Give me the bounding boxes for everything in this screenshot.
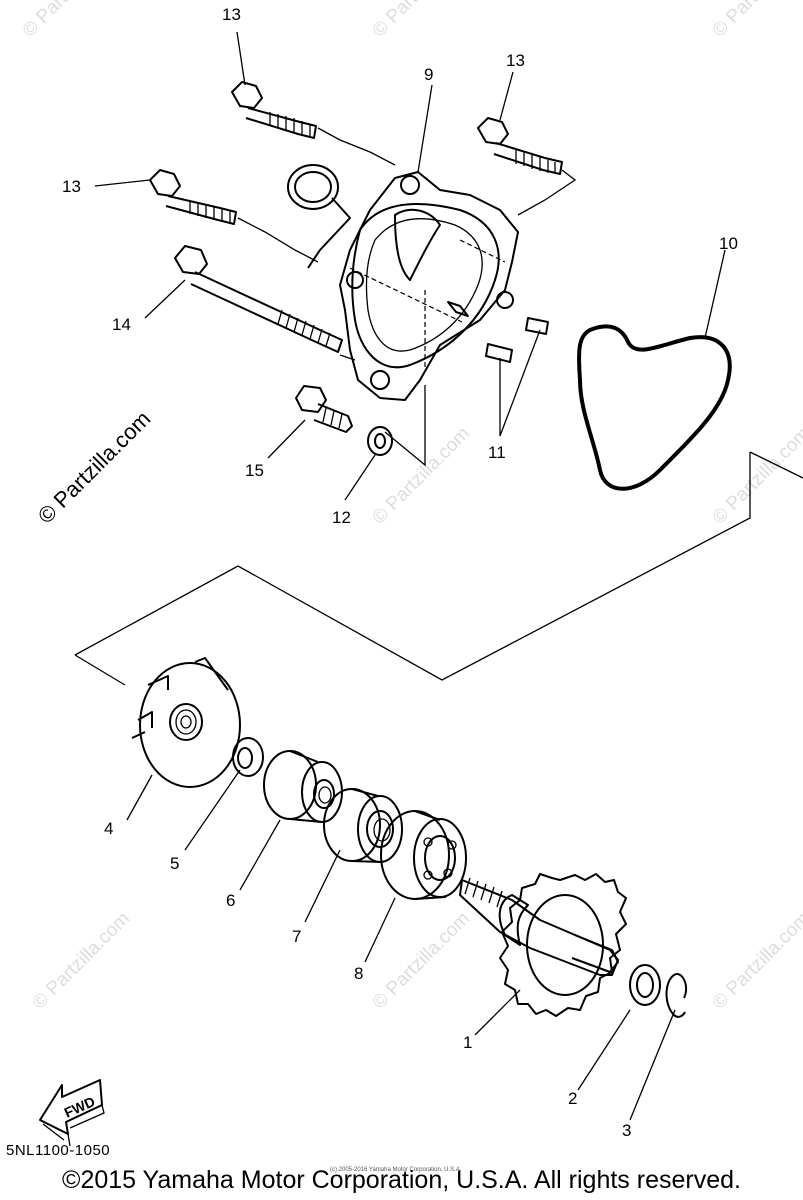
callout-13: 13	[506, 51, 525, 70]
callout-10: 10	[719, 234, 738, 253]
callout-6: 6	[226, 891, 235, 910]
callout-1: 1	[463, 1033, 472, 1052]
bolt-13-top	[231, 81, 317, 139]
washer-12	[367, 426, 393, 456]
callout-14: 14	[112, 315, 131, 334]
watermark: © Partzilla.com	[709, 423, 803, 528]
watermark: © Partzilla.com	[29, 908, 134, 1013]
circlip-3	[665, 973, 688, 1018]
bolt-15	[295, 385, 353, 433]
callout-12: 12	[332, 508, 351, 527]
pump-cover-9	[287, 164, 519, 401]
callout-15: 15	[245, 461, 264, 480]
callout-8: 8	[354, 964, 363, 983]
bolt-13-left	[149, 169, 237, 225]
assembly-boundary-line	[74, 654, 126, 686]
assembly-boundary-line	[74, 452, 751, 681]
dowel-pins-11	[485, 317, 549, 363]
watermark: © Partzilla.com	[369, 0, 474, 42]
seal-5	[232, 737, 264, 777]
leader-lines	[94, 31, 726, 1121]
callout-7: 7	[292, 927, 301, 946]
watermark: © Partzilla.com	[709, 0, 803, 42]
bolt-13-right	[477, 117, 563, 175]
fwd-arrow: FWD	[39, 1079, 105, 1147]
callout-labels: 13 9 13 13 14 10 11 15 12 4 5 6 7 8 1 2 …	[62, 5, 738, 1140]
callout-4: 4	[104, 819, 113, 838]
watermark-layer: © Partzilla.com © Partzilla.com © Partzi…	[19, 0, 803, 1014]
oil-seal-6	[263, 750, 343, 823]
callout-11: 11	[488, 443, 506, 462]
bearing-8	[380, 810, 467, 900]
watermark: © Partzilla.com	[19, 0, 124, 42]
callout-13: 13	[62, 177, 81, 196]
callout-2: 2	[568, 1089, 577, 1108]
washer-2	[629, 964, 661, 1006]
watermark: © Partzilla.com	[709, 908, 803, 1013]
bearing-7	[323, 788, 403, 863]
impeller-4	[131, 657, 241, 788]
assembly-lines-upper	[237, 127, 803, 479]
callout-13: 13	[222, 5, 241, 24]
o-ring-10	[577, 324, 732, 491]
side-watermark: © Partzilla.com	[33, 406, 156, 529]
long-bolt-14	[174, 245, 343, 353]
callout-9: 9	[424, 65, 433, 84]
impeller-shaft-gear-1	[459, 873, 627, 1017]
watermark: © Partzilla.com	[369, 908, 474, 1013]
callout-3: 3	[622, 1121, 631, 1140]
tiny-credit: (c) 2005-2016 Yamaha Motor Corporation, …	[330, 1167, 462, 1173]
copyright-notice: ©2015 Yamaha Motor Corporation, U.S.A. A…	[62, 1166, 741, 1194]
diagram-code: 5NL1100-1050	[6, 1142, 111, 1159]
callout-5: 5	[170, 854, 179, 873]
